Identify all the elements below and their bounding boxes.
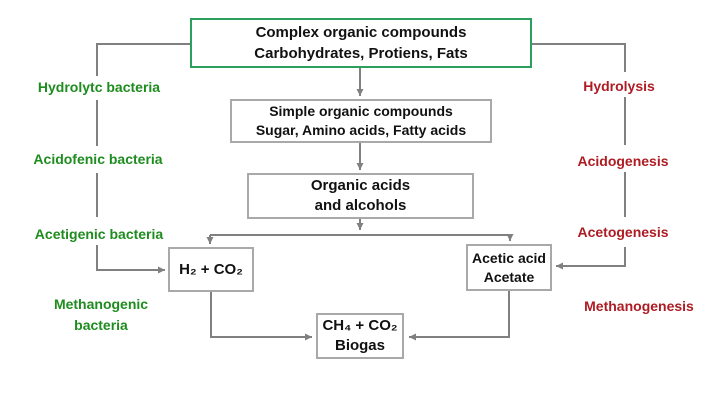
label-methanogenesis: Methanogenesis [584, 298, 694, 314]
biogas-line2: Biogas [334, 337, 385, 354]
label-acidogenesis: Acidogenesis [577, 153, 669, 169]
simple-organic-compounds-box: Simple organic compounds Sugar, Amino ac… [230, 99, 492, 143]
hydrogen-co2-line1: H₂ + CO₂ [179, 261, 243, 278]
label-methanogenic-bacteria: Methanogenic bacteria [53, 296, 149, 333]
complex-organic-compounds-box: Complex organic compounds Carbohydrates,… [190, 18, 532, 68]
organic-acids-line2: and alcohols [314, 197, 407, 214]
hydrogen-co2-box: H₂ + CO₂ [168, 247, 254, 292]
label-acetogenic-bacteria: Acetigenic bacteria [34, 226, 164, 242]
complex-organic-line2: Carbohydrates, Protiens, Fats [254, 45, 468, 62]
label-hydrolytic-bacteria: Hydrolytc bacteria [37, 79, 161, 95]
label-acetogenesis: Acetogenesis [577, 224, 669, 240]
acetic-acid-line2: Acetate [483, 268, 535, 285]
acetic-acid-line1: Acetic acid [472, 249, 546, 266]
simple-organic-line2: Sugar, Amino acids, Fatty acids [255, 122, 467, 138]
label-acidogenic-bacteria: Acidofenic bacteria [33, 151, 163, 167]
biogas-box: CH₄ + CO₂ Biogas [316, 313, 404, 359]
organic-acids-line1: Organic acids [310, 177, 411, 194]
simple-organic-line1: Simple organic compounds [269, 103, 453, 119]
biogas-line1: CH₄ + CO₂ [322, 317, 398, 334]
complex-organic-line1: Complex organic compounds [255, 24, 467, 41]
organic-acids-box: Organic acids and alcohols [247, 173, 474, 219]
acetic-acid-box: Acetic acid Acetate [466, 244, 552, 291]
label-hydrolysis: Hydrolysis [583, 78, 655, 94]
